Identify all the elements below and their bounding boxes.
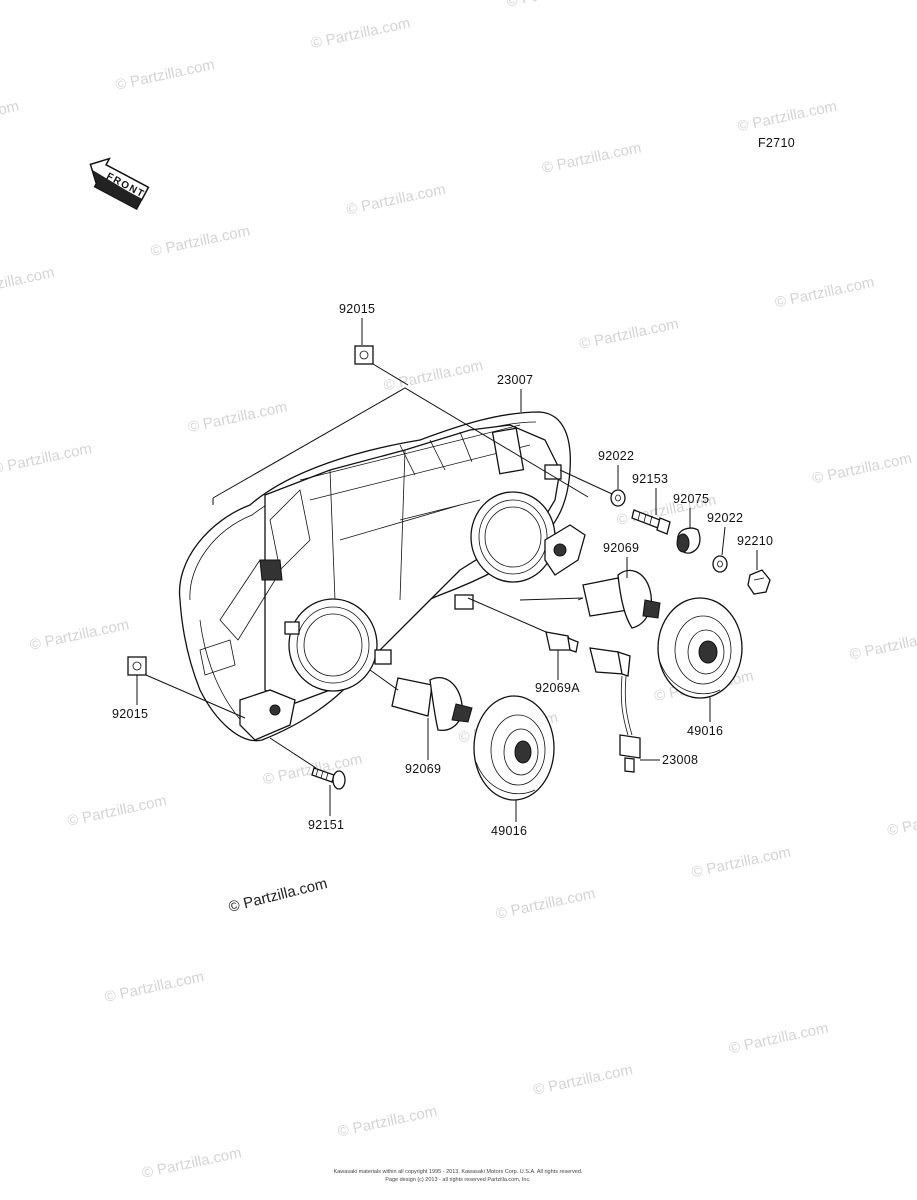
label-92022-b: 92022 [707, 511, 743, 525]
label-92069a: 92069A [535, 681, 580, 695]
watermark: © Partzilla.com [261, 751, 363, 789]
watermark: © Partzilla.com [848, 626, 917, 664]
watermark: © Partzilla.com [382, 357, 484, 395]
watermark: © Partzilla.com [0, 440, 93, 478]
watermark: © Partzilla.com [886, 802, 917, 840]
label-92069-left: 92069 [405, 762, 441, 776]
label-92075: 92075 [673, 492, 709, 506]
headlight-housing [178, 411, 586, 742]
watermark: © Partzilla.com [103, 968, 205, 1006]
watermark: © Partzilla.com [578, 315, 680, 353]
footer-line-1: Kawasaki materials within all copyright … [334, 1169, 583, 1175]
clip-nut-92015-left [127, 656, 147, 676]
nut-92210 [747, 569, 771, 595]
watermark: © Partzilla.com [0, 98, 21, 136]
dust-cover-49016-right [657, 597, 743, 699]
bolt-92153 [631, 509, 671, 535]
label-49016-right: 49016 [687, 724, 723, 738]
watermark: © Partzilla.com [28, 616, 130, 654]
dust-cover-49016-left [473, 695, 555, 801]
label-23007: 23007 [497, 373, 533, 387]
copyright-stamp: © Partzilla.com [227, 875, 329, 916]
watermark: © Partzilla.com [66, 792, 168, 830]
watermark: © Partzilla.com [141, 1144, 243, 1182]
label-92151: 92151 [308, 818, 344, 832]
grommet-92075 [676, 527, 701, 554]
bulb-92069-left [391, 677, 473, 731]
label-92210: 92210 [737, 534, 773, 548]
label-92069-right: 92069 [603, 541, 639, 555]
bulb-92069-right [577, 569, 661, 629]
watermark: © Partzilla.com [149, 222, 251, 260]
label-92015-left: 92015 [112, 707, 148, 721]
figure-code: F2710 [758, 136, 795, 150]
watermark: © Partzilla.com [345, 181, 447, 219]
watermark: © Partzilla.com [727, 1020, 829, 1058]
front-arrow-icon: FRONT [89, 157, 150, 211]
footer-line-2: Page design (c) 2013 - all rights reserv… [385, 1177, 531, 1183]
watermark: © Partzilla.com [505, 0, 607, 11]
watermark: © Partzilla.com [736, 98, 838, 136]
washer-92022-a [610, 489, 626, 507]
watermark: © Partzilla.com [0, 264, 56, 302]
clip-nut-92015-top [354, 345, 374, 365]
watermark: © Partzilla.com [494, 885, 596, 923]
watermark: © Partzilla.com [309, 15, 411, 53]
watermark: © Partzilla.com [114, 56, 216, 94]
label-92022-a: 92022 [598, 449, 634, 463]
bulb-92069a [545, 631, 579, 653]
label-92153: 92153 [632, 472, 668, 486]
watermark: © Partzilla.com [811, 450, 913, 488]
watermark: © Partzilla.com [336, 1103, 438, 1141]
watermark: © Partzilla.com [690, 844, 792, 882]
socket-wire-23008 [589, 647, 641, 773]
screw-92151 [311, 767, 346, 790]
watermark: © Partzilla.com [532, 1061, 634, 1099]
label-92015-top: 92015 [339, 302, 375, 316]
washer-92022-b [712, 555, 728, 573]
watermark: © Partzilla.com [540, 139, 642, 177]
watermark: © Partzilla.com [187, 398, 289, 436]
label-23008: 23008 [662, 753, 698, 767]
reference-line [212, 387, 589, 499]
watermark: © Partzilla.com [773, 274, 875, 312]
label-49016-left: 49016 [491, 824, 527, 838]
